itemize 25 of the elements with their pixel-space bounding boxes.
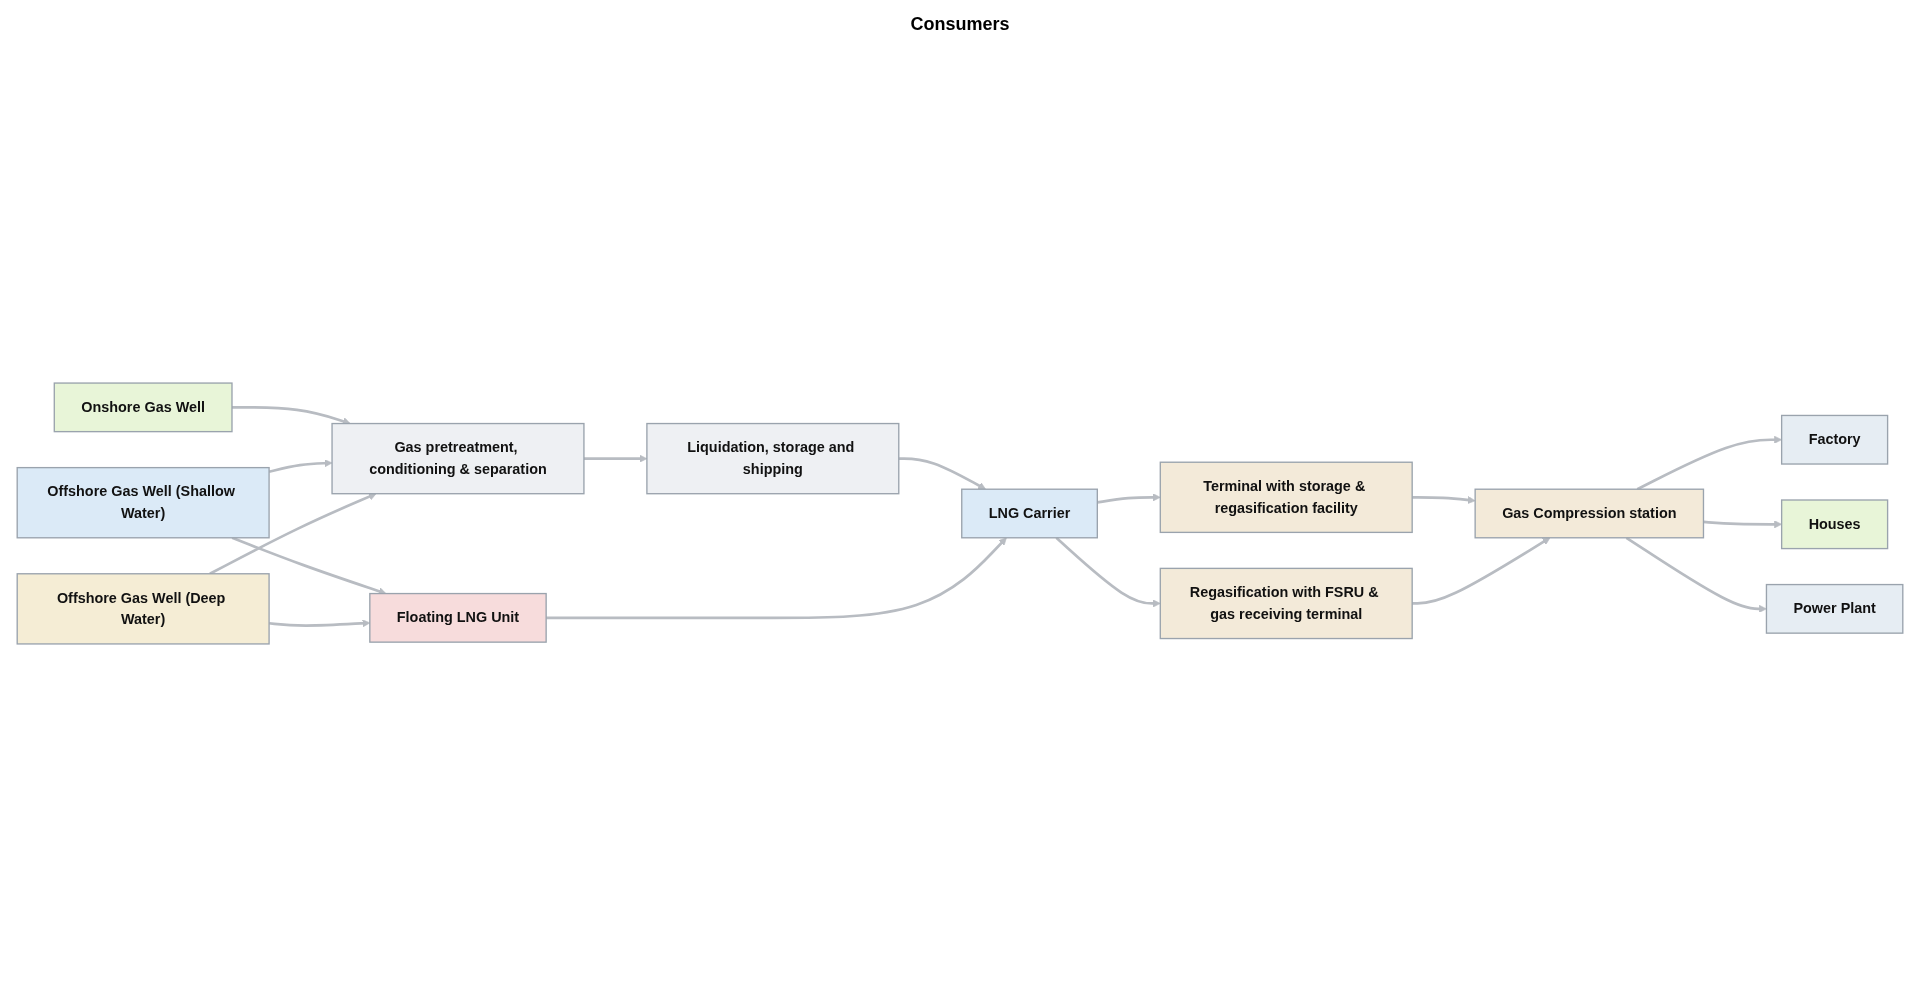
arrow (1625, 536, 1767, 613)
arrow (1636, 435, 1782, 491)
node-box: Factory (1780, 414, 1889, 465)
arrow (1055, 536, 1161, 608)
arrow (546, 537, 1007, 620)
node-box: LNG Carrier (961, 488, 1098, 539)
group-label: Consumers (910, 14, 1010, 35)
arrow (268, 459, 333, 474)
node-box: Offshore Gas Well (Shallow Water) (16, 466, 270, 539)
arrow (1412, 537, 1551, 605)
arrow (1412, 495, 1476, 504)
node-box: Gas Compression station (1474, 488, 1705, 539)
node-box: Terminal with storage & regasification facility (1159, 461, 1413, 534)
arrow (1097, 493, 1161, 504)
arrow (898, 457, 986, 490)
arrow (1703, 520, 1782, 529)
node-box: Liquidation, storage and shipping (646, 422, 900, 495)
node-box: Onshore Gas Well (53, 382, 233, 433)
node-box: Floating LNG Unit (369, 592, 547, 643)
arrow (209, 492, 377, 575)
node-box: Houses (1780, 499, 1889, 550)
node-box: Regasification with FSRU & gas receiving terminal (1159, 567, 1413, 640)
node-box: Power Plant (1765, 583, 1904, 634)
node-box: Gas pretreatment, conditioning & separation (331, 422, 585, 495)
node-box: Offshore Gas Well (Deep Water) (16, 573, 270, 645)
